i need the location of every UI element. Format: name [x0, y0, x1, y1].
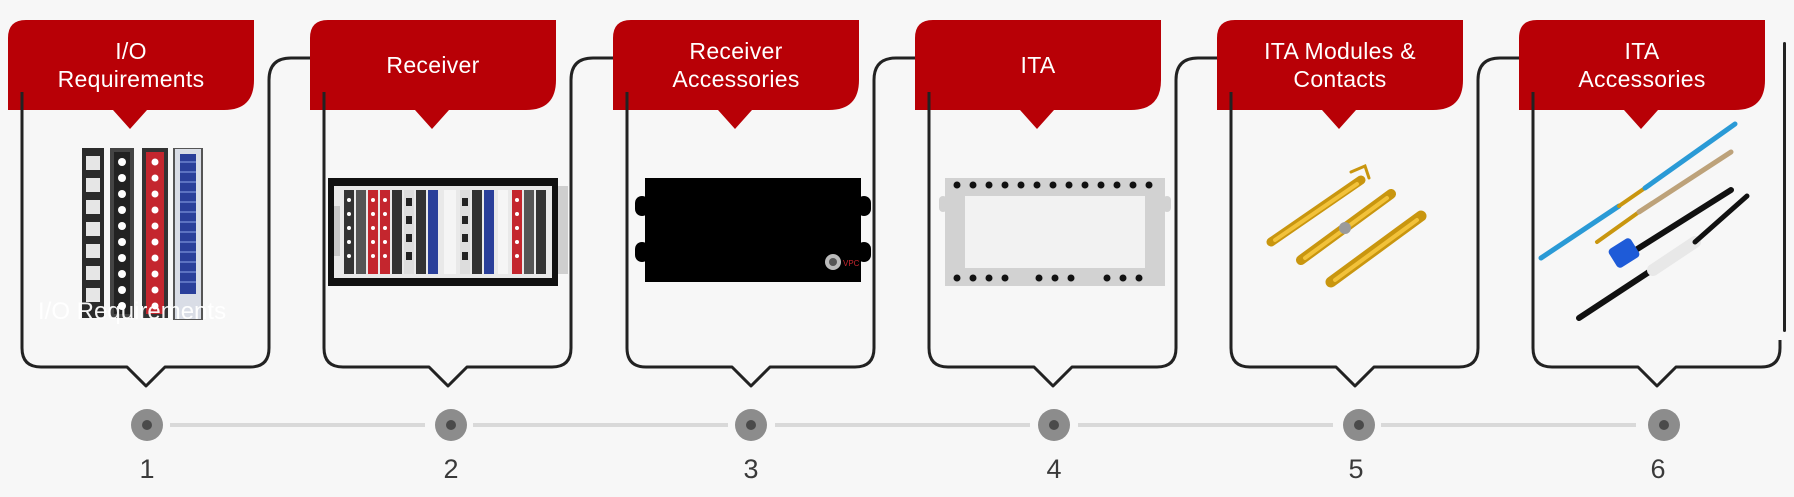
timeline-marker-5 [1343, 409, 1375, 441]
title-tab-shape [8, 20, 254, 129]
timeline-segment [1381, 423, 1636, 427]
timeline-marker-4 [1038, 409, 1070, 441]
frame-edge [1783, 42, 1786, 332]
connector-line [20, 56, 340, 388]
step-number: 3 [743, 454, 759, 484]
connector-line [927, 56, 1247, 388]
svg-text:VPC: VPC [843, 259, 860, 268]
connector-line [625, 56, 945, 388]
ita-frame-illustration [935, 176, 1175, 293]
overlay-caption: I/O Requirements [38, 298, 227, 325]
receiver-illustration [328, 176, 568, 293]
step-1: I/O Requirements [0, 0, 346, 497]
step-number: 2 [443, 454, 459, 484]
step-number: 1 [139, 454, 155, 484]
step-number: 5 [1348, 454, 1364, 484]
title-tab-shape [613, 20, 859, 129]
title-tab-shape [310, 20, 556, 129]
step-title: ITA Accessories [1578, 38, 1706, 92]
timeline-segment [473, 423, 728, 427]
step-4: ITA [907, 0, 1253, 497]
timeline-marker-1 [131, 409, 163, 441]
step-title: ITA [1020, 52, 1056, 78]
receiver-cover-illustration: VPC [633, 178, 873, 289]
timeline-marker-6 [1648, 409, 1680, 441]
step-title: ITA Modules & Contacts [1264, 38, 1416, 92]
connector-line [1531, 92, 1782, 388]
step-title: Receiver Accessories [672, 38, 800, 92]
step-3: Receiver Accessories VPC [605, 0, 951, 497]
step-frame [1519, 20, 1782, 388]
title-tab-shape [915, 20, 1161, 129]
connector-line [1229, 56, 1549, 388]
step-number: 4 [1046, 454, 1062, 484]
io-modules-illustration [80, 147, 204, 325]
cables-illustration [1535, 118, 1765, 333]
step-6: ITA Accessories [1511, 0, 1794, 497]
timeline-marker-2 [435, 409, 467, 441]
step-2: Receiver [302, 0, 648, 497]
timeline-segment [170, 423, 425, 427]
contacts-illustration [1261, 160, 1441, 295]
timeline-marker-3 [735, 409, 767, 441]
step-number: 6 [1650, 454, 1666, 484]
timeline-segment [1078, 423, 1333, 427]
title-tab-shape [1217, 20, 1463, 129]
step-title: Receiver [386, 52, 480, 78]
timeline-segment [775, 423, 1030, 427]
step-title: I/O Requirements [57, 38, 205, 92]
connector-line [322, 56, 642, 388]
title-tab-shape [1519, 20, 1765, 129]
